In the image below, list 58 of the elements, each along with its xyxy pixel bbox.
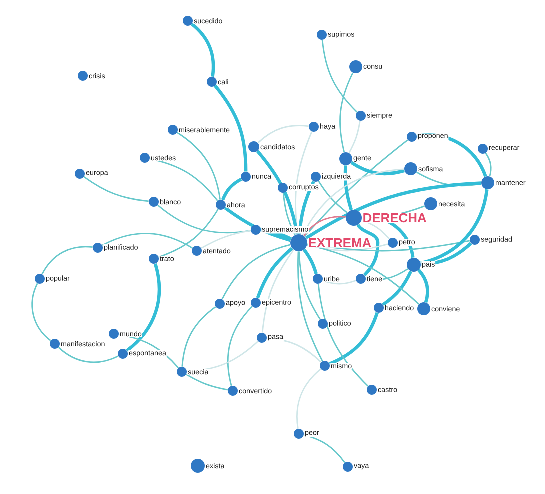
link-line: [221, 178, 242, 201]
link-line: [258, 125, 309, 144]
link-line: [191, 22, 216, 78]
link-line: [485, 152, 492, 177]
link-line: [418, 269, 430, 304]
link-line: [304, 140, 408, 237]
link-line: [186, 374, 228, 391]
link-line: [302, 168, 404, 236]
link-line: [267, 338, 322, 363]
link-line: [344, 166, 354, 211]
link-line: [126, 264, 162, 352]
link-line: [119, 334, 180, 369]
word-label: EXTREMA: [308, 238, 372, 248]
link-line: [84, 176, 149, 202]
link-line: [58, 347, 119, 364]
link-line: [177, 132, 222, 200]
link-line: [227, 306, 253, 386]
link-line: [261, 228, 292, 241]
link-line: [318, 180, 348, 214]
link-line: [318, 284, 369, 387]
link-line: [102, 232, 193, 249]
link-line: [201, 230, 251, 250]
link-line: [296, 368, 322, 429]
link-line: [303, 248, 318, 275]
link-line: [421, 242, 472, 266]
link-line: [187, 341, 259, 372]
link-line: [262, 250, 294, 333]
link-line: [42, 246, 93, 275]
link-line: [222, 244, 291, 300]
link-line: [420, 189, 489, 265]
link-line: [322, 280, 356, 285]
link-line: [304, 216, 346, 236]
link-line: [329, 312, 379, 366]
link-line: [256, 150, 300, 235]
link-line: [150, 158, 218, 202]
link-line: [340, 72, 354, 153]
link-line: [348, 121, 361, 154]
link-line: [298, 252, 321, 320]
link-line: [305, 182, 482, 240]
link-line: [214, 84, 248, 172]
link-line: [282, 193, 296, 236]
link-line: [308, 240, 470, 252]
link-line: [356, 224, 380, 276]
link-line: [224, 206, 292, 242]
link-line: [158, 204, 251, 234]
word-label: DERECHA: [362, 213, 428, 223]
link-line: [182, 306, 216, 367]
link-line: [350, 161, 405, 176]
link-line: [256, 247, 294, 299]
link-line: [304, 434, 346, 464]
link-line: [362, 220, 390, 240]
link-line: [32, 283, 52, 342]
link-line: [382, 270, 413, 306]
link-line: [298, 181, 316, 234]
link-line: [322, 40, 358, 113]
link-line: [307, 244, 420, 305]
link-line: [158, 209, 219, 258]
link-line: [298, 252, 324, 362]
